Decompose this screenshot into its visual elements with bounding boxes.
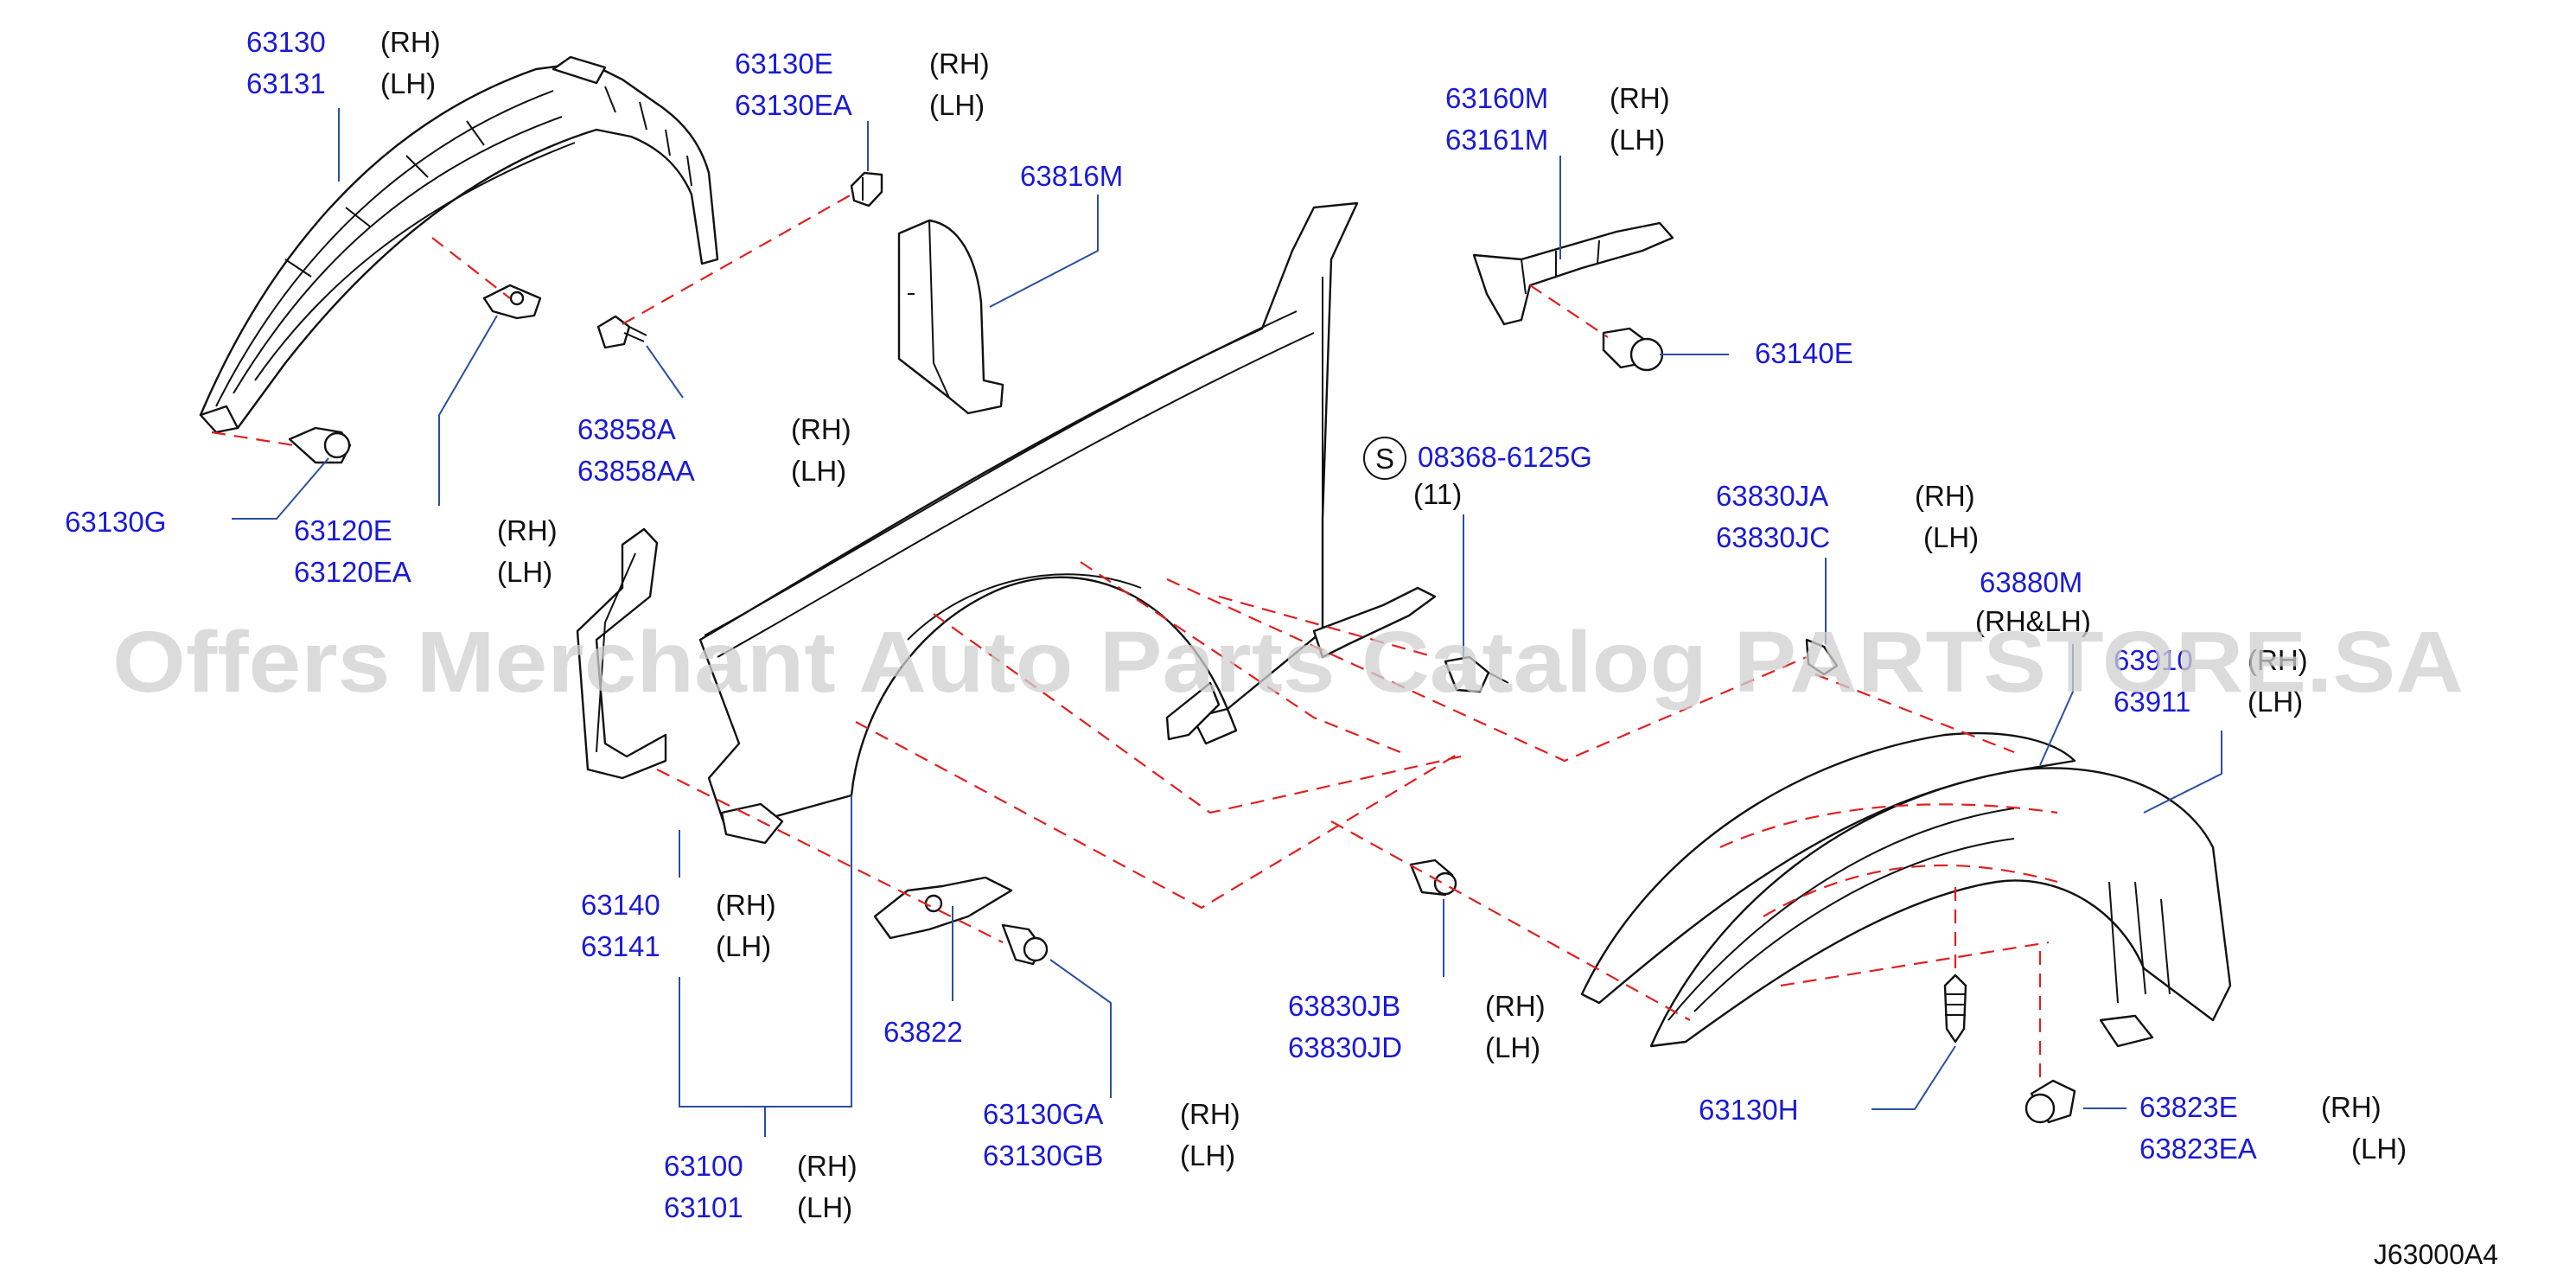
clip-63140e-drawing xyxy=(1602,327,1664,372)
callout-part-number[interactable]: 63120EA xyxy=(294,556,411,588)
callout-side: (RH) xyxy=(716,889,776,921)
screw-63858a-drawing xyxy=(596,315,647,349)
callout-side: (RH) xyxy=(1610,82,1670,114)
callout-side: (RH) xyxy=(2321,1091,2382,1123)
callout-side: (LH) xyxy=(2351,1133,2407,1165)
callout-side: (LH) xyxy=(791,455,846,487)
watermark: Offers Merchant Auto Parts Catalog PARTS… xyxy=(112,614,2464,711)
callout-part-number[interactable]: 63823E xyxy=(2139,1091,2238,1123)
callout-side: (RH) xyxy=(2248,644,2308,676)
callout-part-number[interactable]: 63100 xyxy=(664,1150,743,1182)
callout-part-number[interactable]: 63130E xyxy=(735,48,833,80)
bracket-63160m-drawing xyxy=(1472,221,1674,326)
callout-part-number[interactable]: 63830JA xyxy=(1716,480,1828,512)
callout-side: (LH) xyxy=(1610,124,1665,156)
clip-63130g-drawing xyxy=(288,426,352,464)
callout-side: (11) xyxy=(1413,478,1462,510)
callout-side: (RH) xyxy=(1915,480,1975,512)
callout-part-number[interactable]: 63130G xyxy=(65,506,166,538)
callout-part-number[interactable]: 08368-6125G xyxy=(1418,441,1592,473)
callout-part-number[interactable]: 63911 xyxy=(2114,686,2190,718)
callout-part-number[interactable]: 63140 xyxy=(581,889,660,921)
rear-liner-63910-drawing xyxy=(1580,731,2232,1048)
callout-part-number[interactable]: 63160M xyxy=(1445,82,1548,114)
callout-side: (RH) xyxy=(791,413,851,445)
callout-side: (RH) xyxy=(929,48,990,80)
bracket-63120e-drawing xyxy=(482,284,542,320)
callout-part-number[interactable]: 63131 xyxy=(246,67,326,99)
fender-inner-bracket-drawing xyxy=(1165,586,1437,741)
callout-part-number[interactable]: 63830JD xyxy=(1288,1031,1402,1063)
callout-side: (RH&LH) xyxy=(1975,605,2091,637)
callout-part-number[interactable]: 63858AA xyxy=(577,455,695,487)
screw-symbol-letter: S xyxy=(1375,443,1394,475)
callout-side: (RH) xyxy=(1485,990,1546,1022)
screw-08368-drawing xyxy=(1444,655,1509,693)
callout-labels: 63130 (RH) 63131 (LH) 63130E (RH) 63130E… xyxy=(65,26,2407,1223)
bracket-63822-drawing xyxy=(873,876,1013,940)
screw-symbol: S xyxy=(1363,437,1406,480)
callout-side: (LH) xyxy=(797,1191,852,1223)
callout-side: (LH) xyxy=(380,67,436,99)
callout-side: (RH) xyxy=(1180,1098,1240,1130)
callout-part-number[interactable]: 63822 xyxy=(883,1016,963,1048)
callout-part-number[interactable]: 63101 xyxy=(664,1191,743,1223)
callout-side: (LH) xyxy=(1180,1139,1235,1171)
callout-part-number[interactable]: 63161M xyxy=(1445,124,1548,156)
callout-side: (LH) xyxy=(716,930,771,962)
callout-side: (LH) xyxy=(2248,686,2303,718)
callout-part-number[interactable]: 63910 xyxy=(2114,644,2193,676)
clip-63130e-drawing xyxy=(850,171,883,207)
callout-part-number[interactable]: 63130 xyxy=(246,26,326,58)
callout-part-number[interactable]: 63830JC xyxy=(1716,521,1830,553)
clip-63830ja-drawing xyxy=(1805,638,1839,676)
clip-63130ga-drawing xyxy=(1001,923,1049,966)
callout-side: (LH) xyxy=(1485,1031,1540,1063)
callout-part-number[interactable]: 63823EA xyxy=(2139,1133,2257,1165)
callout-part-number[interactable]: 63140E xyxy=(1755,337,1853,369)
screw-63130h-drawing xyxy=(1943,973,1967,1044)
front-splash-liner-drawing xyxy=(199,55,719,434)
callout-side: (RH) xyxy=(797,1150,858,1182)
callout-part-number[interactable]: 63120E xyxy=(294,514,392,546)
callout-part-number[interactable]: 63130H xyxy=(1699,1094,1799,1126)
callout-side: (RH) xyxy=(497,514,558,546)
callout-part-number[interactable]: 63830JB xyxy=(1288,990,1400,1022)
diagram-code: J63000A4 xyxy=(2374,1239,2498,1270)
callout-side: (RH) xyxy=(380,26,441,58)
callout-side: (LH) xyxy=(1923,521,1979,553)
callout-part-number[interactable]: 63141 xyxy=(581,930,660,962)
seal-63816m-drawing xyxy=(897,219,1004,415)
callout-part-number[interactable]: 63858A xyxy=(577,413,676,445)
callout-part-number[interactable]: 63130GA xyxy=(983,1098,1103,1130)
callout-side: (LH) xyxy=(929,89,985,121)
clip-63823e-drawing xyxy=(2024,1079,2076,1124)
callout-part-number[interactable]: 63880M xyxy=(1980,566,2082,598)
assembly-dashed-lines xyxy=(211,194,2058,1081)
callout-part-number[interactable]: 63130GB xyxy=(983,1139,1103,1171)
leader-lines xyxy=(232,108,2222,1137)
callout-part-number[interactable]: 63816M xyxy=(1020,160,1123,192)
callout-side: (LH) xyxy=(497,556,552,588)
bracket-63140-drawing xyxy=(576,527,667,780)
callout-part-number[interactable]: 63130EA xyxy=(735,89,852,121)
fender-63100-drawing xyxy=(698,201,1359,845)
